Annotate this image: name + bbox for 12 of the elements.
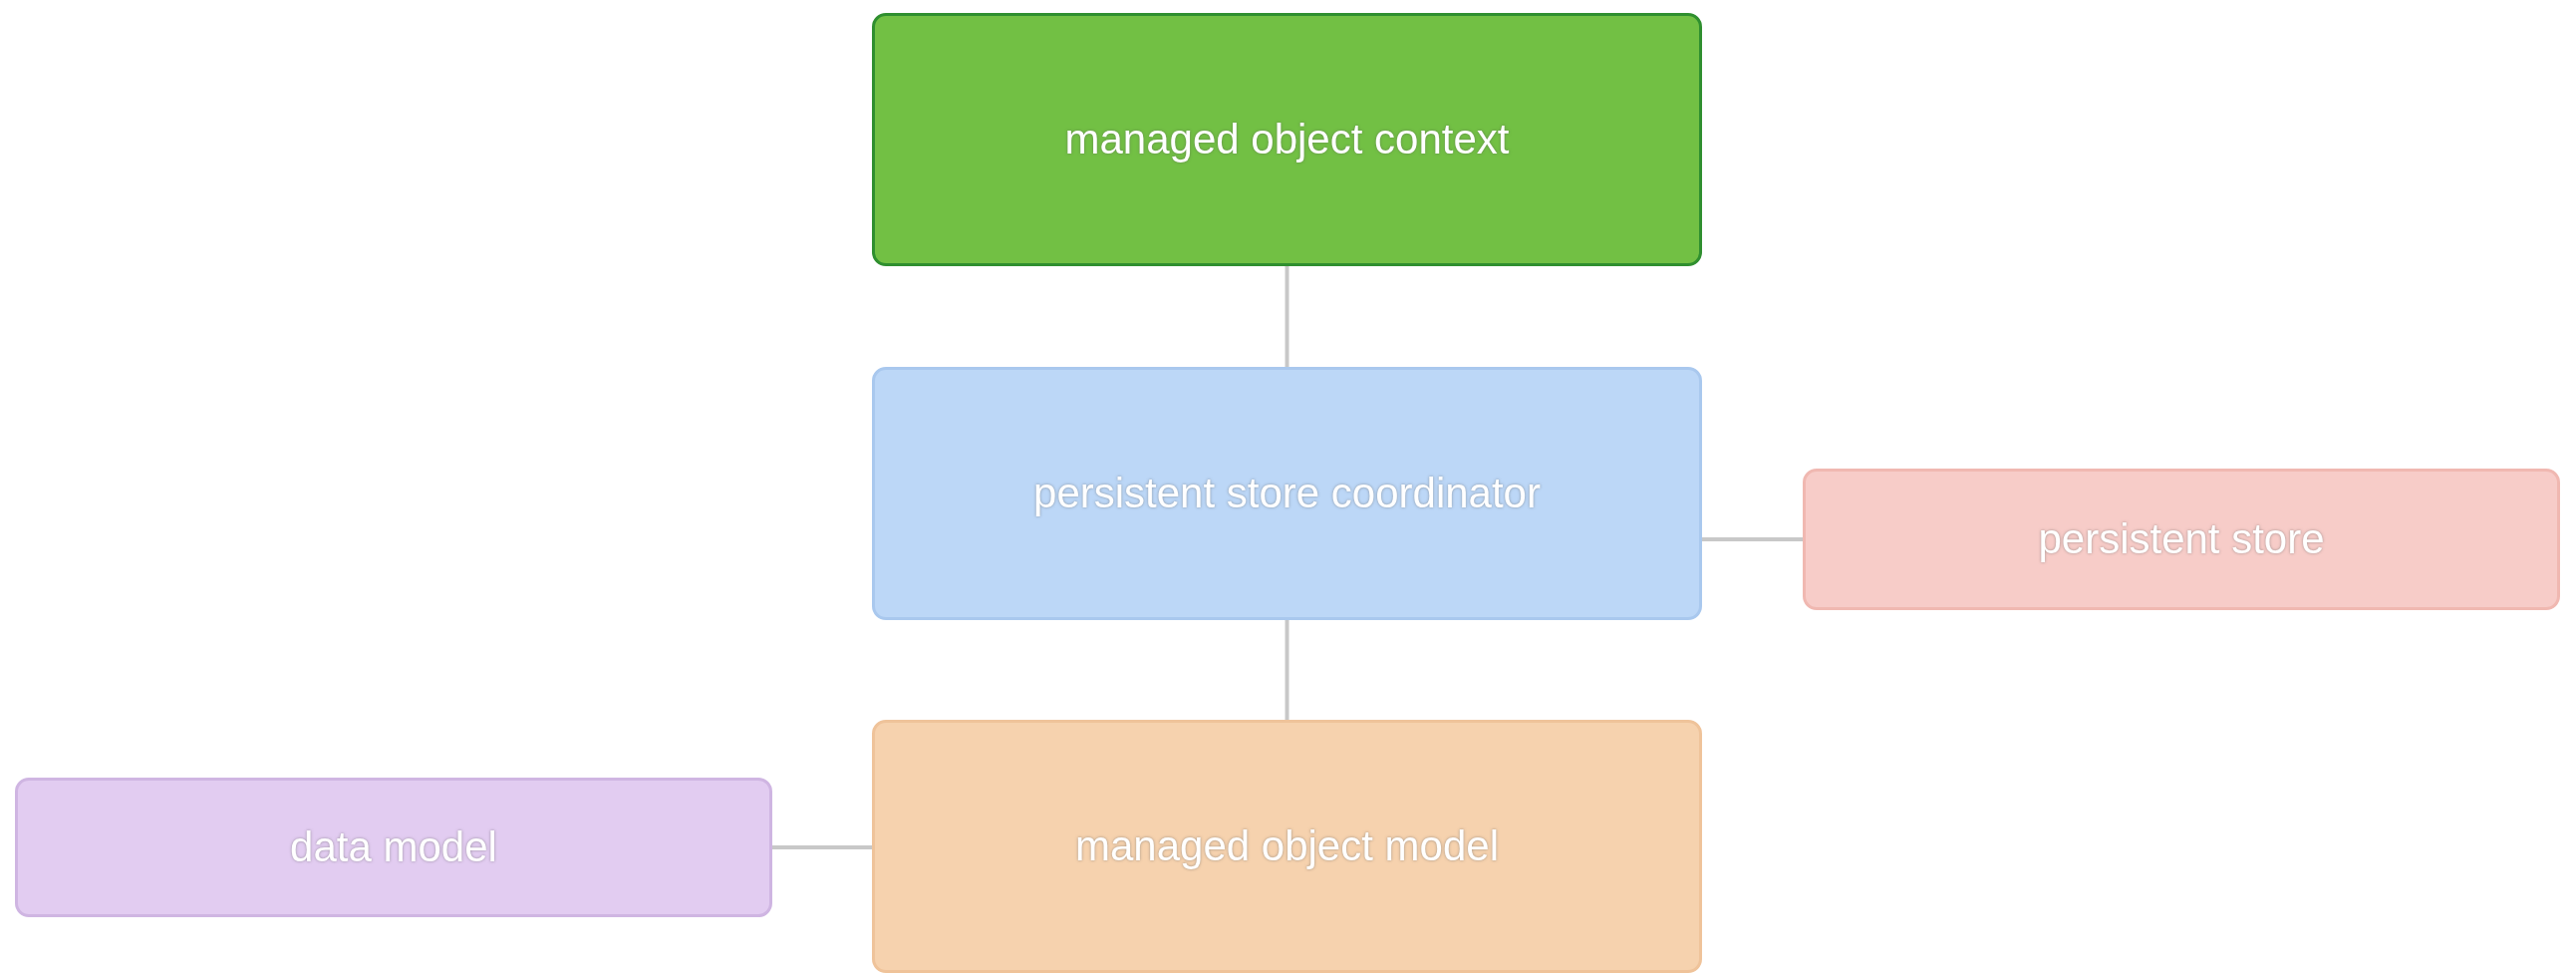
connector-line (1702, 537, 1803, 541)
process-box (872, 13, 1702, 266)
process-box (872, 367, 1702, 620)
connector-line (1285, 620, 1289, 720)
process-box (15, 778, 772, 917)
node-label: persistent store coordinator (1033, 470, 1541, 517)
connector-line (772, 845, 872, 849)
node-label: managed object model (1075, 822, 1499, 870)
process-box (872, 720, 1702, 973)
connector-line (1285, 266, 1289, 367)
process-box (1803, 469, 2560, 610)
node-label: managed object context (1064, 116, 1510, 163)
